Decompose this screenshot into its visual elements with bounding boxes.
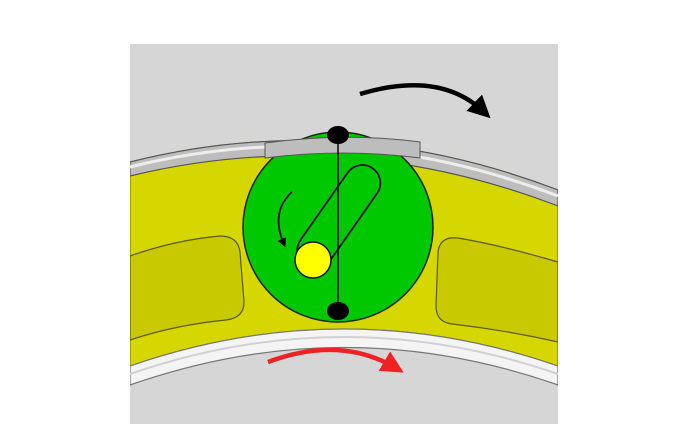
ring-pocket-right [435,237,558,343]
inner-ring-shadow [130,336,558,375]
inner-ring [130,328,558,386]
ring-pocket-left [130,235,245,341]
outer-track-overlap [264,136,421,159]
top-pivot-point [327,126,349,144]
bottom-pivot-point [327,302,349,320]
outer-track [130,139,558,207]
pin [294,241,332,279]
inner-rotation-arrow-icon [267,347,404,373]
outer-rotation-arrow-icon [359,83,491,119]
ball-rotation-arrow-icon [277,191,293,248]
